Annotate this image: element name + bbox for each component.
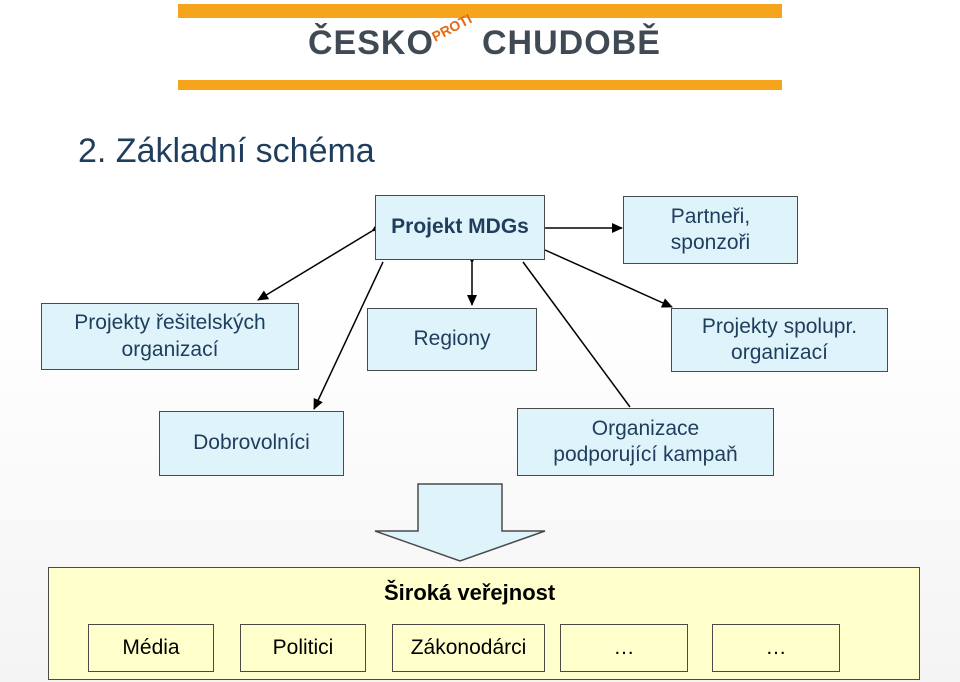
public-label: Široká veřejnost <box>384 580 556 605</box>
node-resitelske-label: Projekty řešitelských organizací <box>74 311 266 361</box>
public-item-media-label: Média <box>122 636 180 659</box>
node-spolupr-label: Projekty spolupr. organizací <box>701 314 858 364</box>
public-item-zakonodarci: Zákonodárci <box>392 624 545 672</box>
node-partneri-label: Partneři, sponzoři <box>670 204 751 254</box>
big-down-arrow <box>374 483 546 562</box>
public-item-more-1: … <box>560 624 688 672</box>
logo-text-right: CHUDOBĚ <box>482 24 661 62</box>
node-organizace-label: Organizace podporující kampaň <box>553 416 738 466</box>
arrow-projekt-spolupr <box>533 241 673 308</box>
node-projekt-mdgs: Projekt MDGs <box>375 195 545 260</box>
node-regiony-label: Regiony <box>413 327 491 351</box>
node-dobrovolnici: Dobrovolníci <box>159 411 344 476</box>
public-item-more-2: … <box>712 624 840 672</box>
logo-text-left: ČESKO <box>308 24 434 62</box>
slide-title: 2. Základní schéma <box>78 132 375 170</box>
line-projekt-organizace <box>522 261 631 408</box>
node-organizace: Organizace podporující kampaň <box>517 408 774 476</box>
node-regiony: Regiony <box>367 308 537 371</box>
arrow-projekt-dobrovolnici <box>313 261 384 410</box>
public-item-politici: Politici <box>240 624 366 672</box>
logo-stripe-bottom <box>178 80 782 90</box>
public-item-more-2-label: … <box>765 636 787 659</box>
public-item-politici-label: Politici <box>272 636 334 659</box>
node-dobrovolnici-label: Dobrovolníci <box>193 431 310 455</box>
public-item-more-1-label: … <box>613 636 635 659</box>
node-partneri: Partneři, sponzoři <box>623 196 798 264</box>
public-item-zakonodarci-label: Zákonodárci <box>410 636 527 659</box>
logo-header: ČESKO PROTI CHUDOBĚ <box>178 4 782 90</box>
arrow-projekt-resitelske <box>257 221 384 301</box>
logo-stripe-top <box>178 4 782 18</box>
node-projekt-label: Projekt MDGs <box>391 215 529 239</box>
public-item-media: Média <box>88 624 214 672</box>
node-spolupr: Projekty spolupr. organizací <box>671 308 888 372</box>
node-resitelske: Projekty řešitelských organizací <box>41 303 299 370</box>
